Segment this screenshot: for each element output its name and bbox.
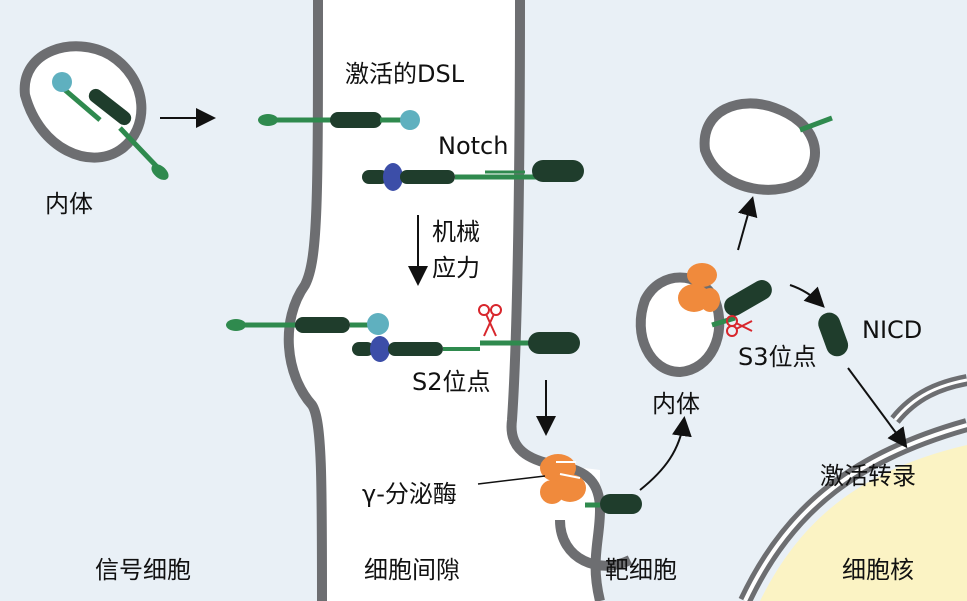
- label-notch: Notch: [438, 132, 509, 160]
- notch-receptor-top: [362, 160, 584, 191]
- signal-cell-membrane: [283, 0, 327, 601]
- region-intercellular-space: 细胞间隙: [364, 556, 460, 584]
- gamma-secretase-complex: [540, 454, 586, 504]
- nuclear-envelope-top-inner: [893, 378, 967, 421]
- label-endosome-right: 内体: [652, 390, 700, 418]
- scissors-icon: [478, 304, 502, 337]
- notch-receptor-bottom: [352, 332, 580, 362]
- secretase-pointer: [477, 475, 546, 485]
- label-s2-site: S2位点: [412, 368, 491, 396]
- label-s3-site: S3位点: [738, 343, 817, 371]
- dsl-ligand-bottom: [226, 313, 389, 335]
- label-gamma-secretase: γ-分泌酶: [362, 480, 457, 508]
- nucleus: [760, 445, 967, 601]
- right-endosome: [635, 263, 772, 378]
- nuclear-envelope-top: [890, 374, 967, 424]
- upper-right-endosome: [699, 98, 833, 195]
- left-endosome: [19, 41, 169, 180]
- intercellular-cleft: [288, 0, 600, 601]
- label-mechanical-force-1: 机械: [432, 218, 480, 246]
- label-endosome-left: 内体: [45, 190, 93, 218]
- arrow-bud-to-endosome: [639, 416, 692, 491]
- label-nicd: NICD: [862, 316, 923, 344]
- arrow-to-upper-endosome: [737, 196, 758, 251]
- nicd-fragment: [818, 312, 849, 357]
- dsl-ligand-top: [258, 110, 420, 130]
- label-mechanical-force-2: 应力: [432, 254, 480, 282]
- target-cell-membrane: [506, 0, 606, 601]
- notch-fragment-bud: [585, 494, 642, 514]
- nuclear-envelope-inner: [743, 423, 967, 601]
- scissors-icon: [726, 315, 753, 337]
- region-target-cell: 靶细胞: [605, 556, 677, 584]
- region-signal-cell: 信号细胞: [95, 556, 191, 584]
- arrow-nicd-to-nucleus: [847, 367, 908, 449]
- membrane-bud: [555, 519, 633, 571]
- label-activated-dsl: 激活的DSL: [345, 60, 465, 88]
- arrow-to-nicd: [789, 284, 825, 308]
- label-activate-transcription: 激活转录: [820, 462, 916, 490]
- region-nucleus: 细胞核: [842, 556, 914, 584]
